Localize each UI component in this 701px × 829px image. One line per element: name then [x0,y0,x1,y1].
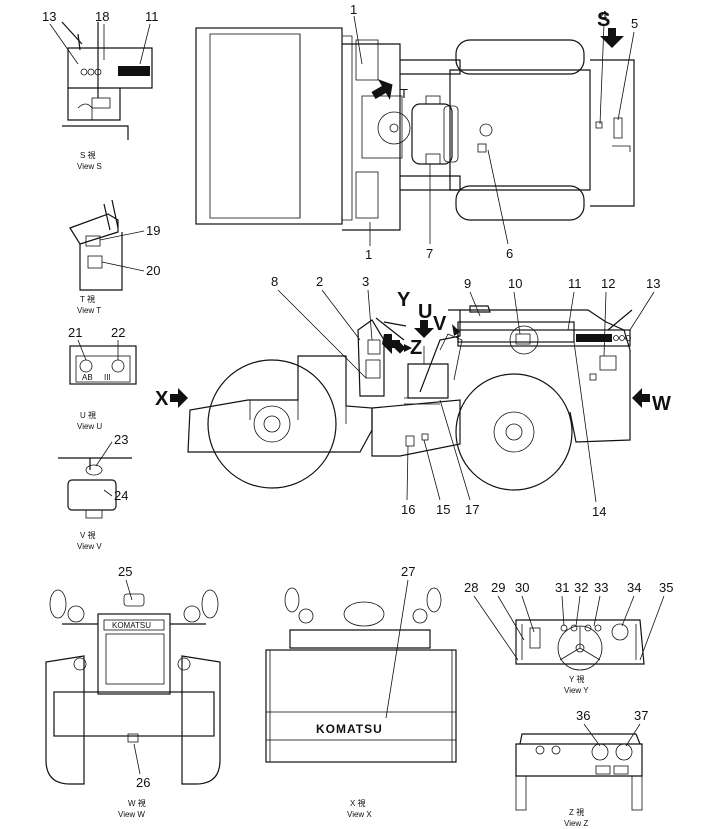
callout-10: 10 [508,276,522,291]
arrow-label-t: T [400,86,408,101]
callout-33: 33 [594,580,608,595]
view-u-detail: AB III U 視 View U [69,345,137,431]
callout-22: 22 [111,325,125,340]
callout-8: 8 [271,274,278,289]
view-w-caption-jp: W 視 [128,799,146,808]
callout-9: 9 [464,276,471,291]
view-s-caption-jp: S 視 [80,151,96,160]
callout-11: 11 [568,276,582,291]
arrow-label-v: V [433,313,447,335]
callout-13a: 13 [42,9,56,24]
view-y-caption: View Y [564,686,589,695]
view-v-caption-jp: V 視 [80,531,96,540]
callout-23: 23 [114,432,128,447]
callout-11a: 11 [145,9,159,24]
view-v-caption: View V [77,542,102,551]
callout-2: 2 [316,274,323,289]
callout-21: 21 [68,325,82,340]
callout-13: 13 [646,276,660,291]
view-x-caption: View X [347,810,372,819]
view-x-detail: KOMATSU X 視 View X [265,587,457,819]
callout-7: 7 [426,246,433,261]
plan-view [195,27,635,231]
callout-15: 15 [436,502,450,517]
callout-27: 27 [401,564,415,579]
view-s-detail: S 視 View S [61,21,153,171]
callout-37: 37 [634,708,648,723]
arrow-label-u: U [418,301,432,323]
callout-1-bottom: 1 [365,247,372,262]
view-w-detail: KOMATSU W 視 View W [45,589,221,819]
callout-17: 17 [465,502,479,517]
callout-5: 5 [631,16,638,31]
side-view [170,305,650,491]
panel-left-label: AB [82,373,93,382]
view-z-detail: Z 視 View Z [515,733,643,828]
view-t-caption-jp: T 視 [80,295,95,304]
view-w-brand: KOMATSU [112,621,151,630]
view-z-caption: View Z [564,819,588,828]
callout-26: 26 [136,775,150,790]
callout-14: 14 [592,504,606,519]
arrow-label-x: X [155,388,169,410]
view-y-caption-jp: Y 視 [569,675,584,684]
callout-29: 29 [491,580,505,595]
callout-4: 4 [600,8,607,23]
callout-34: 34 [627,580,641,595]
callout-35: 35 [659,580,673,595]
callout-25: 25 [118,564,132,579]
callout-19: 19 [146,223,160,238]
callout-24: 24 [114,488,128,503]
callout-20: 20 [146,263,160,278]
view-w-caption: View W [118,810,145,819]
callout-3: 3 [362,274,369,289]
arrow-label-s: S [597,9,610,31]
callout-6: 6 [506,246,513,261]
view-x-caption-jp: X 視 [350,799,366,808]
callout-12: 12 [601,276,615,291]
view-v-detail: V 視 View V [58,457,132,551]
view-t-caption: View T [77,306,101,315]
panel-right-label: III [104,373,111,382]
view-s-caption: View S [77,162,102,171]
view-t-detail: T 視 View T [69,199,123,315]
callout-16: 16 [401,502,415,517]
view-u-caption: View U [77,422,102,431]
callout-31: 31 [555,580,569,595]
arrow-label-z: Z [410,337,422,359]
arrow-label-y: Y [397,289,411,311]
callout-28: 28 [464,580,478,595]
callout-30: 30 [515,580,529,595]
callout-36: 36 [576,708,590,723]
view-u-caption-jp: U 視 [80,411,96,420]
view-y-detail: Y 視 View Y [515,619,645,695]
callout-1-top: 1 [350,2,357,17]
arrow-label-w: W [652,393,671,415]
callout-18: 18 [95,9,109,24]
view-x-brand: KOMATSU [316,722,383,736]
view-z-caption-jp: Z 視 [569,808,584,817]
callout-32: 32 [574,580,588,595]
